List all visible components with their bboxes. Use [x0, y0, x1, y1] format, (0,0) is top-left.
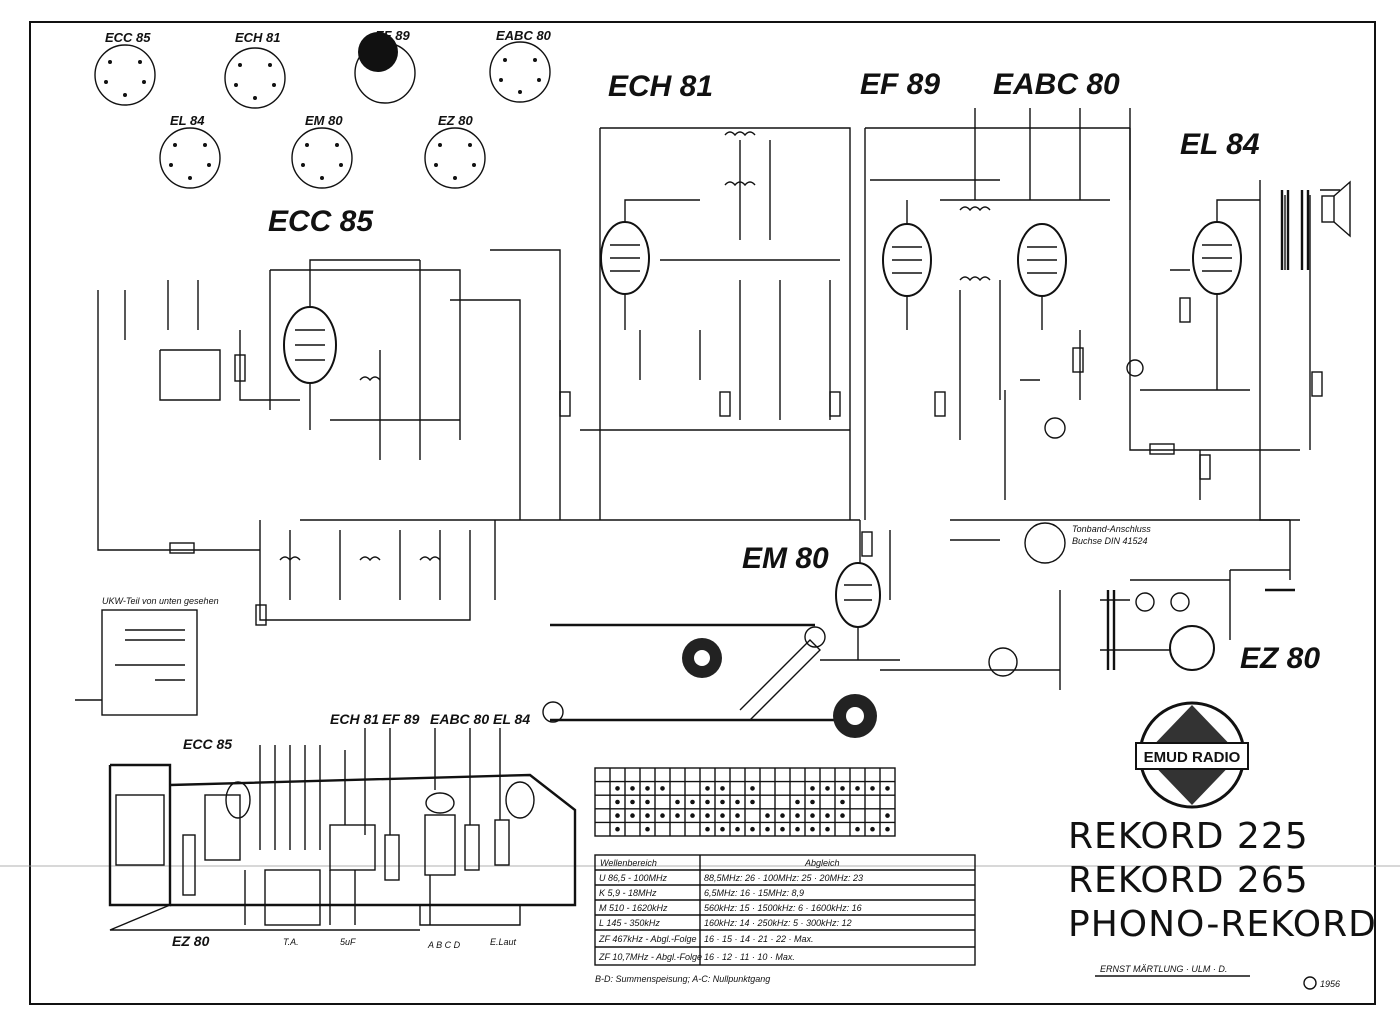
maker-mark	[1303, 976, 1317, 990]
pinout-label-ecc85: ECC 85	[105, 30, 151, 45]
pinout-label-ez80: EZ 80	[438, 113, 473, 128]
tube-em80	[835, 562, 881, 628]
table-cell: L 145 - 350kHz	[599, 918, 660, 928]
maker-name: ERNST MÄRTLUNG · ULM · D.	[1100, 964, 1227, 974]
summen-note: B-D: Summenspeisung; A-C: Nullpunktgang	[595, 974, 770, 984]
pinout-label-el84: EL 84	[170, 113, 205, 128]
tube-label-em80: EM 80	[742, 542, 829, 575]
tube-label-ez80: EZ 80	[1240, 642, 1320, 675]
table-cell: 16 · 15 · 14 · 21 · 22 · Max.	[704, 934, 814, 944]
buchse-note: Buchse DIN 41524	[1072, 536, 1148, 546]
chassis-bottom-abcd: A B C D	[427, 940, 461, 950]
model-title-225: REKORD 225	[1068, 816, 1309, 857]
chassis-label-eabc80: EABC 80	[430, 711, 489, 727]
chassis-label-el84: EL 84	[493, 711, 530, 727]
tube-label-eabc80: EABC 80	[993, 68, 1120, 101]
drawing-date: 1956	[1320, 979, 1340, 989]
ukw-teil-box: UKW-Teil von unten gesehen	[75, 596, 219, 716]
pinout-sockets: ECC 85 ECH 81 EF 89 EABC 80 EL 84 EM 80 …	[94, 28, 552, 189]
tube-label-ecc85: ECC 85	[268, 205, 374, 238]
table-cell: 88,5MHz: 26 · 100MHz: 25 · 20MHz: 23	[704, 873, 863, 883]
chassis-bottom-elaut: E.Laut	[490, 937, 517, 947]
table-cell: ZF 467kHz - Abgl.-Folge	[598, 934, 697, 944]
pinout-label-em80: EM 80	[305, 113, 343, 128]
table-cell: K 5,9 - 18MHz	[599, 888, 657, 898]
tube-label-ech81: ECH 81	[608, 70, 713, 103]
table-cell: 6,5MHz: 16 · 15MHz: 8,9	[704, 888, 804, 898]
tube-label-el84: EL 84	[1180, 128, 1260, 161]
alignment-table: Wellenbereich Abgleich U 86,5 - 100MHz 8…	[594, 854, 976, 984]
table-cell: ZF 10,7MHz - Abgl.-Folge	[598, 952, 702, 962]
table-cell: U 86,5 - 100MHz	[599, 873, 668, 883]
chassis-drawing: ECC 85 ECH 81 EF 89 EABC 80 EL 84 EZ 80 …	[108, 711, 577, 950]
chassis-bottom-5uf: 5uF	[340, 937, 356, 947]
table-cell: 560kHz: 15 · 1500kHz: 6 · 1600kHz: 16	[704, 903, 862, 913]
table-cell: 16 · 12 · 11 · 10 · Max.	[704, 952, 795, 962]
schematic-wiring	[97, 108, 1351, 690]
chassis-bottom-ta: T.A.	[283, 937, 299, 947]
dial-drive	[542, 623, 877, 738]
model-title-265: REKORD 265	[1068, 860, 1309, 901]
table-header-range: Wellenbereich	[600, 858, 657, 868]
tube-ez80	[1169, 625, 1215, 671]
chassis-label-ech81: ECH 81	[330, 711, 379, 727]
ukw-teil-note: UKW-Teil von unten gesehen	[102, 596, 219, 606]
emud-emblem: EMUD RADIO	[1135, 701, 1249, 809]
chassis-label-ez80: EZ 80	[172, 933, 210, 949]
table-cell: 160kHz: 14 · 250kHz: 5 · 300kHz: 12	[704, 918, 852, 928]
emud-emblem-text: EMUD RADIO	[1144, 749, 1241, 766]
tube-label-ef89: EF 89	[860, 68, 940, 101]
chassis-label-ecc85: ECC 85	[183, 736, 232, 752]
model-title-phono: PHONO-REKORD	[1068, 904, 1377, 945]
pinout-label-ech81: ECH 81	[235, 30, 281, 45]
chassis-label-ef89: EF 89	[382, 711, 420, 727]
sheet-frame	[29, 21, 1376, 1005]
pinout-label-ef89: EF 89	[375, 28, 410, 43]
table-header-align: Abgleich	[804, 858, 840, 868]
pinout-label-eabc80: EABC 80	[496, 28, 552, 43]
switch-matrix	[594, 767, 896, 837]
table-cell: M 510 - 1620kHz	[599, 903, 668, 913]
tonband-note: Tonband-Anschluss	[1072, 524, 1151, 534]
